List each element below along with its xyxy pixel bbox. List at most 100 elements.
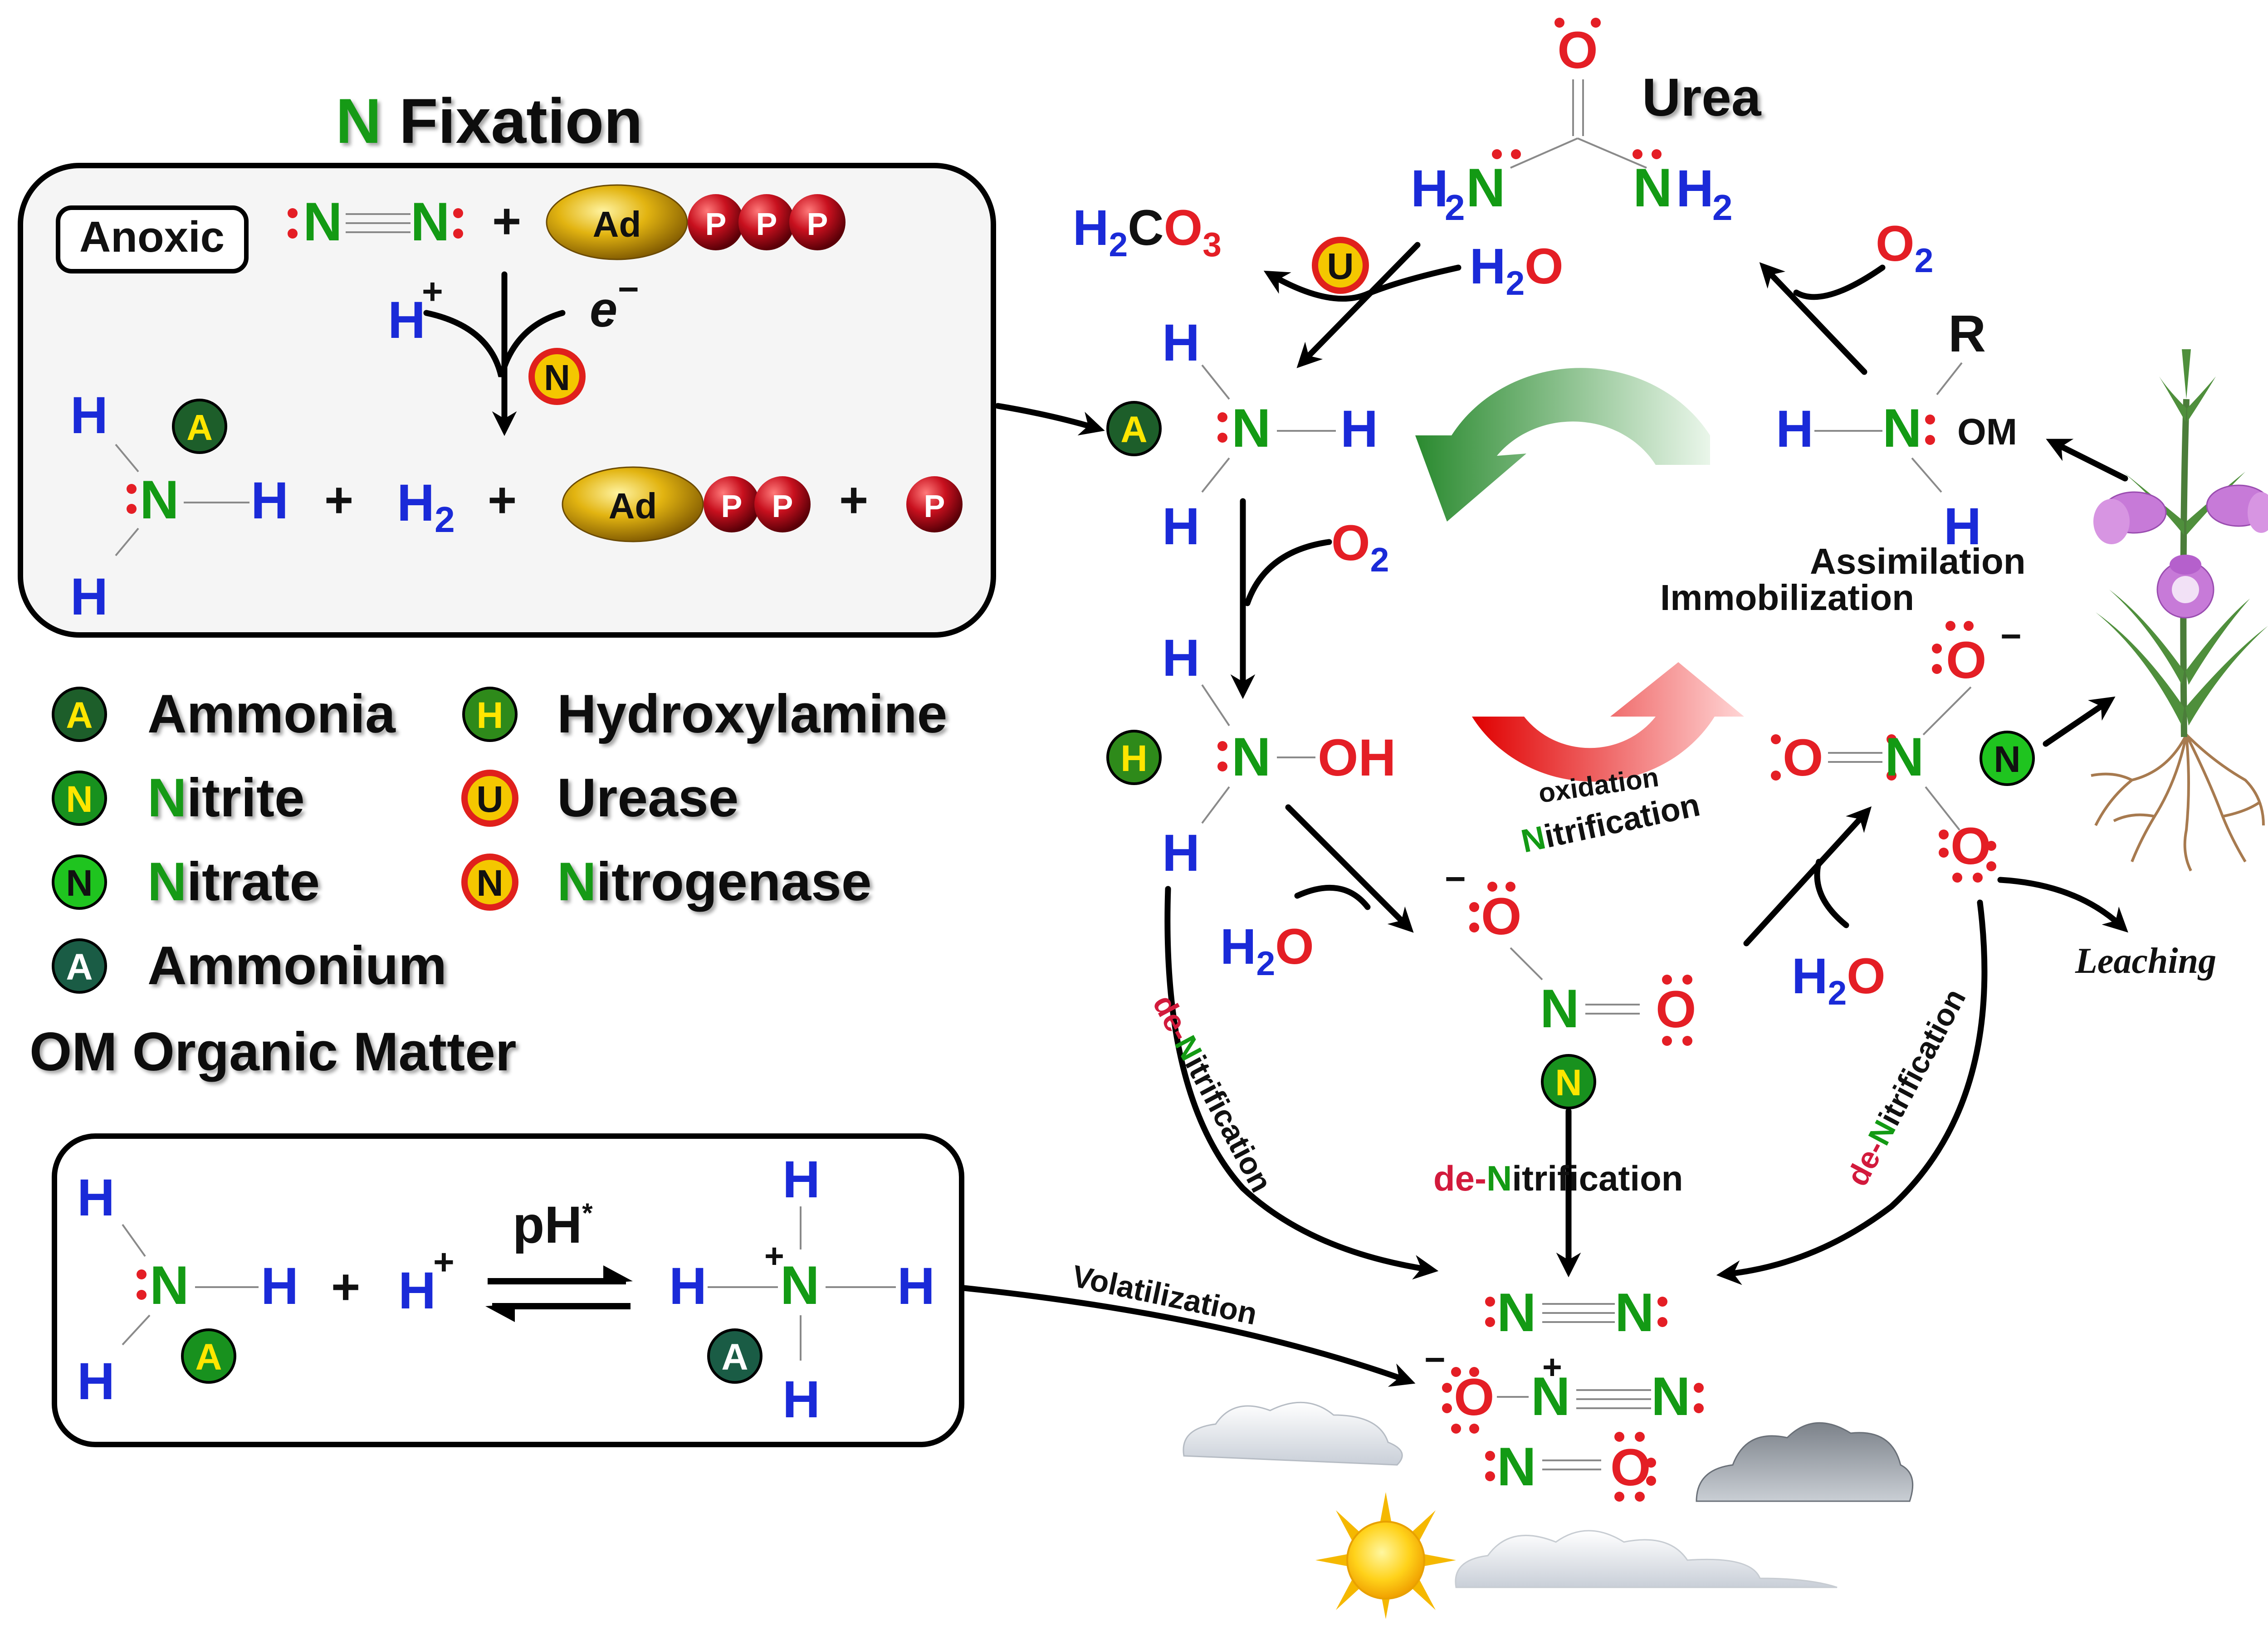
svg-text:P: P — [705, 206, 727, 242]
svg-text:O: O — [1610, 1439, 1651, 1497]
svg-text:N: N — [411, 191, 450, 252]
svg-text:H: H — [1340, 400, 1378, 458]
nitric-oxide-gas: N O — [1485, 1432, 1656, 1502]
svg-text:N: N — [1531, 1366, 1570, 1427]
svg-text:N: N — [66, 863, 93, 904]
svg-text:H: H — [70, 386, 108, 444]
svg-text:P: P — [721, 488, 743, 524]
svg-text:N: N — [1540, 978, 1579, 1039]
svg-text:+: + — [488, 472, 517, 528]
denitrification-label-left: de-Nitrification — [1146, 989, 1279, 1197]
svg-text:Ad: Ad — [609, 486, 657, 526]
svg-text:O: O — [1454, 1368, 1494, 1426]
organic-nitrogen-molecule: R H N OM H — [1776, 305, 2017, 556]
nitrite-molecule: − O N O N — [1445, 859, 1696, 1109]
svg-text:N: N — [1651, 1366, 1691, 1427]
dark-cloud-icon — [1696, 1422, 1914, 1502]
oxygen-input-arrow-2 — [1793, 264, 1886, 300]
svg-text:H: H — [782, 1371, 820, 1429]
svg-text:A: A — [195, 1337, 222, 1378]
svg-text:Ammonium: Ammonium — [147, 935, 447, 996]
ammonia-molecule-fixation: H A N H H — [70, 386, 288, 626]
svg-text:+: + — [324, 472, 353, 528]
assimilation-arrow — [1759, 262, 1867, 375]
svg-text:N: N — [1994, 739, 2020, 780]
legend-item-urease: U Urease — [461, 767, 738, 828]
svg-text:Ammonia: Ammonia — [147, 683, 396, 744]
water-2: H2O — [1792, 948, 1886, 1012]
svg-text:Nitrite: Nitrite — [147, 767, 305, 828]
svg-text:H: H — [897, 1257, 935, 1315]
assimilation-label: Assimilation — [1810, 541, 2026, 581]
svg-text:P: P — [772, 488, 793, 524]
svg-text:+: + — [1542, 1348, 1562, 1386]
leaching-arrow — [1997, 877, 2128, 933]
fixation-side-arrow — [423, 310, 566, 377]
hydroxylamine-oxidation-arrow — [1285, 804, 1414, 933]
water-1: H2O — [1220, 919, 1314, 982]
svg-text:+: + — [433, 1242, 455, 1282]
svg-text:N: N — [140, 469, 179, 530]
immobilization-label: Immobilization — [1660, 577, 1914, 618]
svg-text:U: U — [476, 779, 503, 820]
svg-text:OM: OM — [1957, 411, 2017, 453]
hydroxylamine-molecule: H H N OH H — [1106, 629, 1396, 882]
proton-equilibrium: H — [398, 1262, 436, 1320]
plant-to-organic-matter-arrow — [2046, 439, 2128, 482]
cloud-icon — [1183, 1401, 1403, 1466]
svg-text:H: H — [1411, 160, 1448, 218]
denitrification-arrow-left — [1164, 886, 1439, 1280]
denitrification-arrow-right — [1716, 899, 1988, 1285]
water-input-arrow — [1814, 859, 1849, 928]
svg-text:OH: OH — [1318, 729, 1396, 787]
carbonic-acid: H2CO3 — [1073, 200, 1222, 264]
svg-text:O: O — [1950, 817, 1991, 875]
equilibrium-box — [52, 1133, 964, 1447]
svg-text:H: H — [1162, 498, 1200, 556]
svg-text:O: O — [1557, 21, 1598, 79]
water-output-arrow — [1294, 885, 1371, 910]
legend-item-organic-matter: OM Organic Matter — [29, 1021, 517, 1082]
anoxic-label: Anoxic — [79, 213, 225, 261]
leaching-label: Leaching — [2075, 941, 2216, 981]
svg-text:2: 2 — [1445, 187, 1465, 228]
ammonification-arrow — [1415, 368, 1710, 522]
svg-text:H: H — [77, 1352, 115, 1410]
svg-text:A: A — [1120, 409, 1147, 450]
urea-to-ammonia-arrow — [1296, 242, 1421, 368]
ammonia-molecule-equilibrium: H N H H A — [77, 1169, 298, 1410]
oxygen-1: O2 — [1331, 515, 1389, 579]
hydrogen-gas: H2 — [397, 474, 455, 540]
svg-text:N: N — [476, 863, 503, 904]
svg-text:−: − — [1445, 859, 1466, 899]
svg-text:H: H — [1162, 314, 1200, 372]
svg-text:N: N — [1466, 157, 1505, 218]
water-urea: H2O — [1470, 239, 1564, 302]
svg-text:2: 2 — [1712, 187, 1733, 228]
legend-item-nitrogenase: N Nitrogenase — [461, 851, 872, 912]
proton: H — [388, 291, 425, 349]
svg-text:+: + — [764, 1237, 784, 1275]
svg-text:H: H — [77, 1169, 115, 1227]
svg-text:N: N — [303, 191, 342, 252]
nitrate-molecule: O − O N O N — [1771, 616, 2035, 883]
svg-text:N: N — [780, 1255, 820, 1316]
svg-text:H: H — [1162, 824, 1200, 882]
svg-text:+: + — [331, 1259, 360, 1315]
volatilization-label: Volatilization — [1069, 1259, 1260, 1331]
nitrous-oxide-gas: − O + N N — [1424, 1339, 1704, 1434]
legend: A Ammonia N Nitrite N Nitrate A Ammonium… — [29, 683, 947, 1082]
ammonium-molecule: H H + N H H A — [669, 1151, 935, 1429]
svg-text:H: H — [251, 472, 288, 530]
svg-text:−: − — [2000, 616, 2022, 656]
legend-item-ammonium: A Ammonium — [52, 935, 447, 996]
svg-text:O: O — [1656, 981, 1696, 1039]
urease-badge: U — [1312, 237, 1369, 294]
svg-text:H: H — [782, 1151, 820, 1209]
denitrification-label-center: de-Nitrification — [1433, 1158, 1683, 1198]
svg-text:OM Organic Matter: OM Organic Matter — [29, 1021, 517, 1082]
svg-text:H: H — [70, 568, 108, 626]
svg-text:Ad: Ad — [593, 204, 641, 244]
urea-byproduct-arrow — [1263, 264, 1461, 302]
atp-molecule: Ad P P P — [546, 184, 846, 260]
